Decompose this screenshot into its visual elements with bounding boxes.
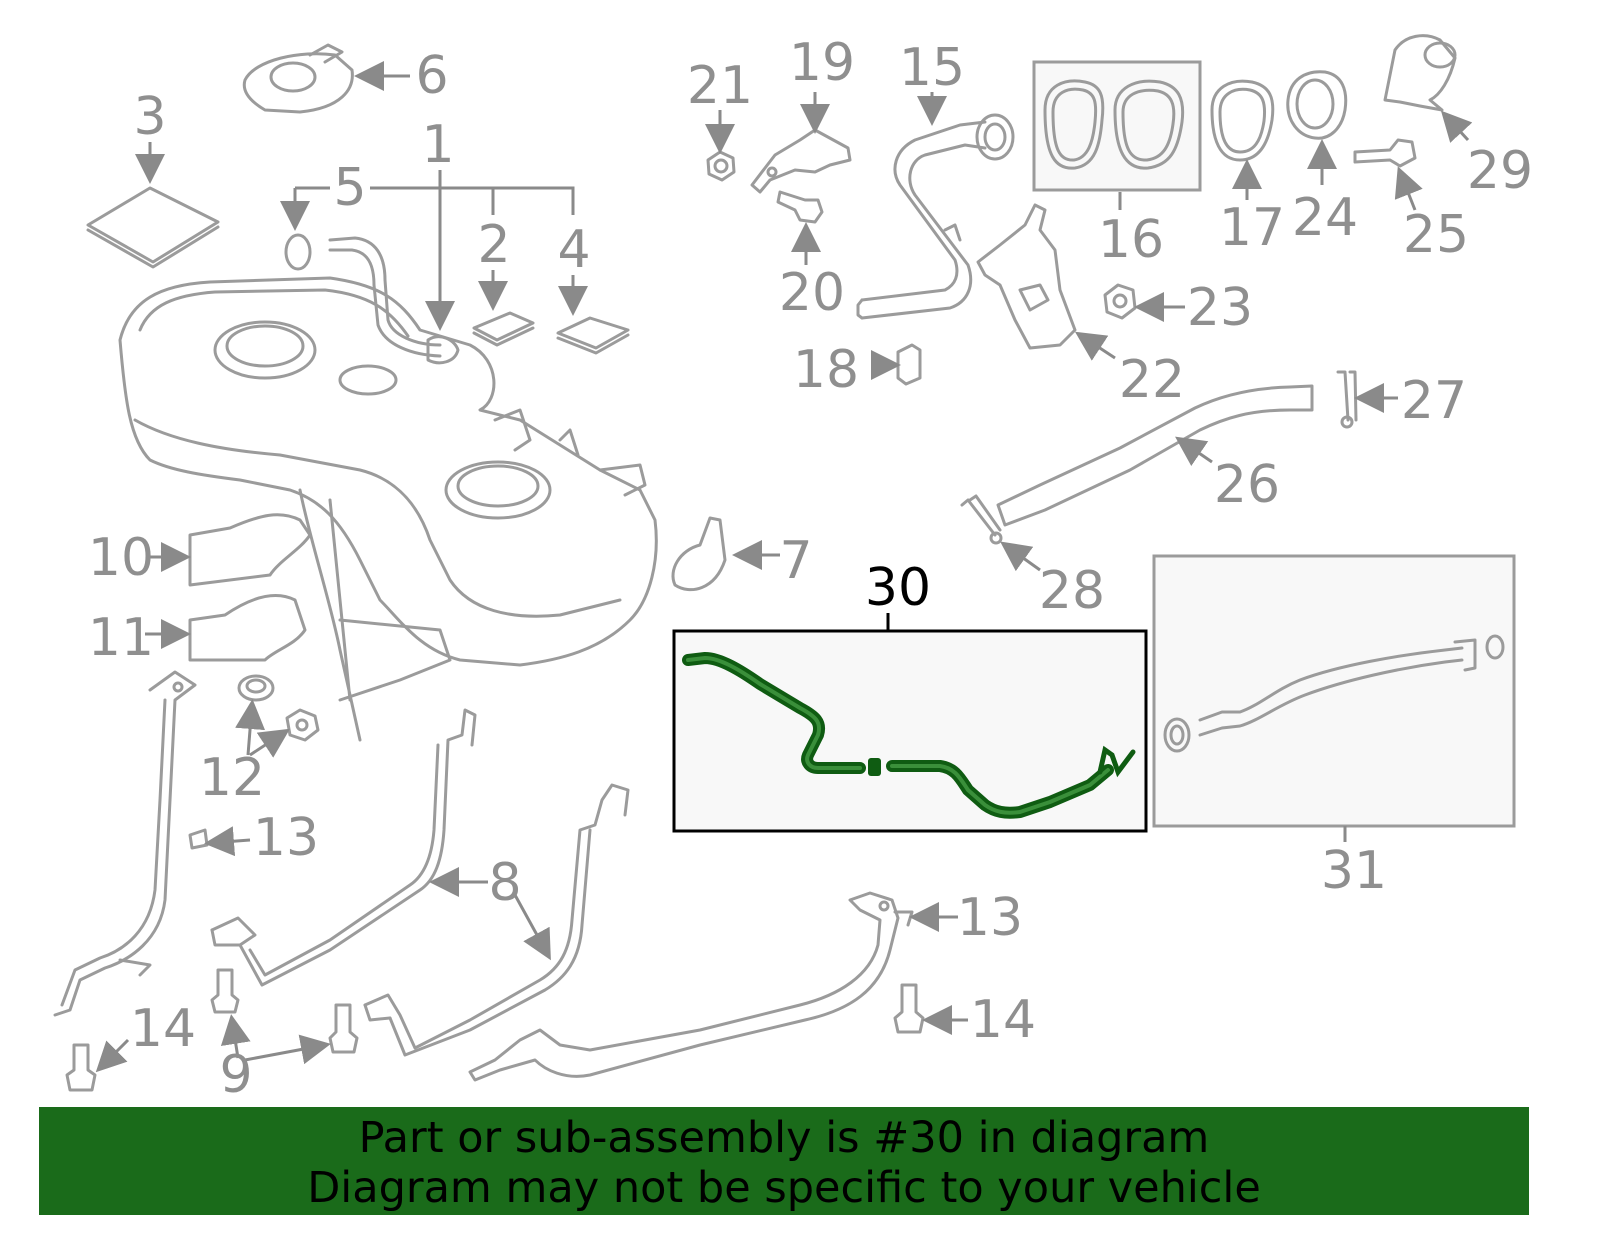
callout-4: 4 — [557, 220, 590, 280]
part-8-strap-2 — [363, 783, 630, 1057]
callout-18: 18 — [793, 340, 859, 400]
part-22-bracket — [976, 203, 1077, 350]
callout-11: 11 — [88, 608, 154, 668]
part-28-clamp — [960, 494, 1003, 545]
bolt-14b — [893, 983, 925, 1034]
callout-21: 21 — [687, 56, 753, 116]
part-10-shield — [188, 513, 312, 587]
callout-10: 10 — [88, 528, 154, 588]
part-4-pad — [556, 316, 630, 355]
leader-lines — [95, 61, 1473, 1073]
callout-30: 30 — [865, 558, 931, 618]
part-3-pad — [86, 186, 220, 269]
callout-24: 24 — [1292, 188, 1358, 248]
callout-2: 2 — [477, 215, 510, 275]
part-26-hose — [996, 384, 1314, 527]
part-17-seal — [1210, 79, 1275, 162]
callout-15: 15 — [899, 38, 965, 98]
callout-28: 28 — [1039, 561, 1105, 621]
callout-17: 17 — [1219, 198, 1285, 258]
callout-3: 3 — [133, 87, 166, 147]
part-23-nut — [1103, 283, 1137, 320]
callout-6: 6 — [415, 46, 448, 106]
callout-29: 29 — [1467, 141, 1533, 201]
part-30-box — [672, 629, 1148, 833]
part-27-clamp — [1336, 370, 1358, 429]
callout-19: 19 — [789, 33, 855, 93]
part-31-box — [1152, 554, 1516, 828]
part-25-bolt — [1353, 138, 1417, 168]
part-30-vent-line[interactable] — [682, 652, 1136, 819]
part-2-pad — [472, 311, 535, 347]
callout-25: 25 — [1403, 205, 1469, 265]
part-29-cap — [1383, 34, 1457, 112]
part-19-bracket — [750, 128, 852, 194]
info-banner: Part or sub-assembly is #30 in diagram D… — [39, 1107, 1529, 1215]
callout-5: 5 — [333, 158, 366, 218]
callout-1: 1 — [421, 115, 454, 175]
callout-23: 23 — [1187, 278, 1253, 338]
callout-22: 22 — [1119, 350, 1185, 410]
callout-8: 8 — [488, 853, 521, 913]
callout-14-right: 14 — [970, 990, 1036, 1050]
bolt-9b — [328, 1003, 359, 1054]
callout-14-left: 14 — [130, 999, 196, 1059]
callout-20: 20 — [779, 263, 845, 323]
banner-line-1: Part or sub-assembly is #30 in diagram — [358, 1113, 1210, 1163]
callout-13-right: 13 — [957, 888, 1023, 948]
part-21-nut — [706, 150, 736, 182]
part-7-bracket — [671, 516, 727, 592]
callout-16: 16 — [1098, 210, 1164, 270]
bolt-9a — [210, 968, 240, 1014]
callout-12: 12 — [199, 748, 265, 808]
part-13-strap-left — [53, 670, 209, 1017]
callout-numbers: 1 2 3 4 5 6 7 8 9 10 11 12 13 13 14 14 1… — [88, 33, 1533, 1105]
callout-13-left: 13 — [253, 808, 319, 868]
part-6-cover — [242, 43, 354, 114]
callout-26: 26 — [1214, 455, 1280, 515]
fuel-tank — [118, 276, 658, 742]
part-24-seal — [1286, 70, 1348, 140]
part-20-bolt — [776, 190, 824, 224]
bolt-14a — [65, 1043, 97, 1092]
part-18-clip — [896, 343, 922, 386]
callout-9: 9 — [219, 1045, 252, 1105]
part-15-filler-pipe — [856, 113, 1015, 320]
callout-31: 31 — [1321, 841, 1387, 901]
part-5-vent-hose — [284, 233, 460, 365]
part-13-strap-right — [468, 891, 914, 1082]
part-16-seals-box — [1032, 60, 1202, 192]
callout-27: 27 — [1401, 371, 1467, 431]
banner-line-2: Diagram may not be specific to your vehi… — [307, 1163, 1261, 1213]
callout-7: 7 — [779, 531, 812, 591]
part-11-shield — [188, 594, 307, 662]
